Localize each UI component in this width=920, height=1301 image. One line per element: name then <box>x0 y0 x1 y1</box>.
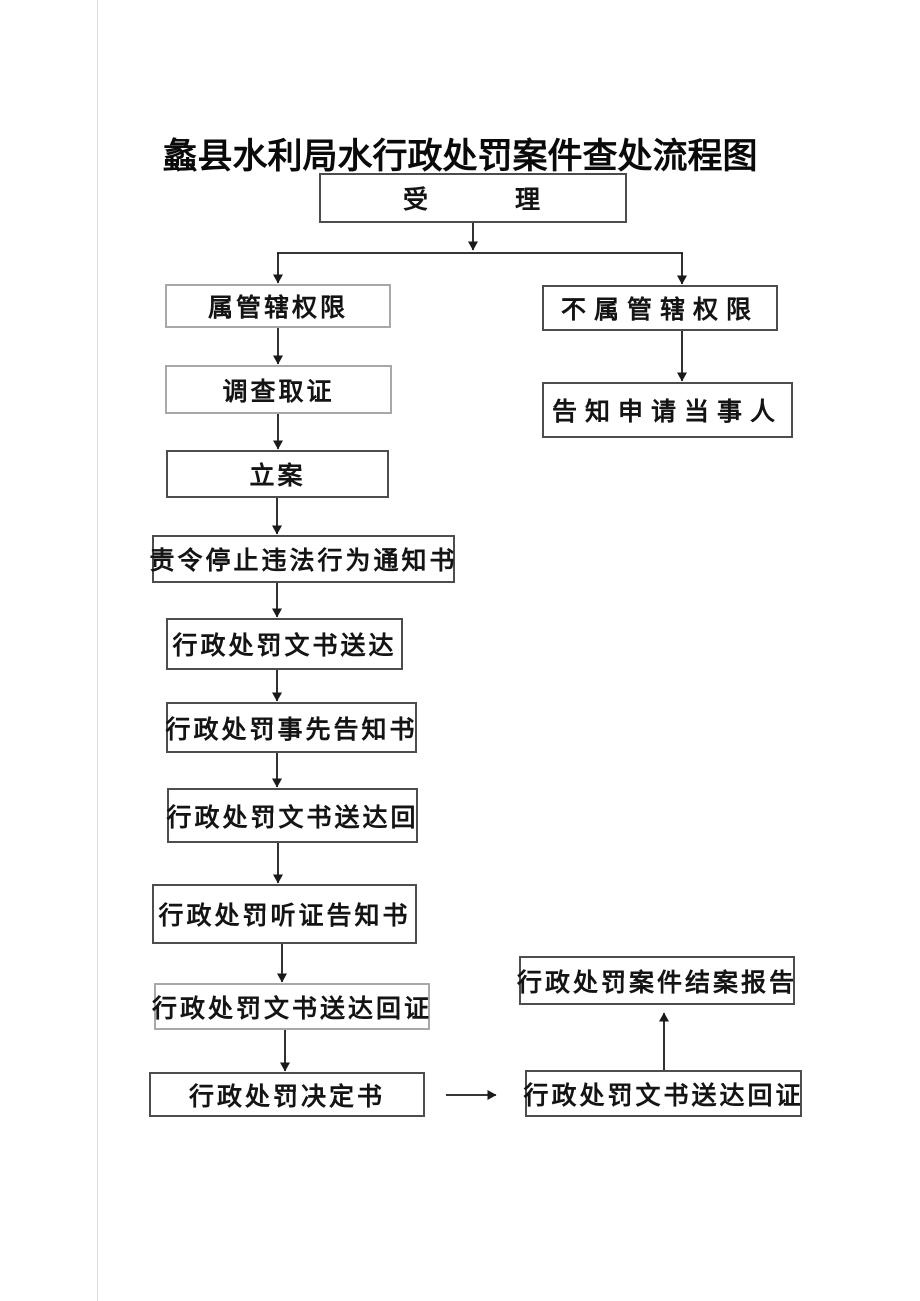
node-penalty-service-receipt-cert-2: 行政处罚文书送达回证 <box>524 1070 802 1117</box>
page-title: 蠡县水利局水行政处罚案件查处流程图 <box>162 137 758 176</box>
node-penalty-document-service: 行政处罚文书送达 <box>166 618 403 670</box>
node-penalty-document-service-receipt: 行政处罚文书送达回 <box>167 788 418 843</box>
node-penalty-hearing-notice: 行政处罚听证告知书 <box>152 884 417 944</box>
page-left-edge <box>97 0 98 1301</box>
node-outside-jurisdiction: 不属管辖权限 <box>542 285 778 331</box>
node-within-jurisdiction: 属管辖权限 <box>165 284 391 328</box>
node-investigate-evidence: 调查取证 <box>165 365 392 414</box>
node-penalty-service-receipt-cert: 行政处罚文书送达回证 <box>152 983 430 1030</box>
node-notify-applicant: 告知申请当事人 <box>542 382 793 438</box>
node-penalty-decision: 行政处罚决定书 <box>149 1072 425 1117</box>
node-penalty-prior-notice: 行政处罚事先告知书 <box>166 702 417 753</box>
node-case-closing-report: 行政处罚案件结案报告 <box>517 956 795 1005</box>
node-file-case: 立案 <box>166 450 389 498</box>
node-order-stop-violation-notice: 责令停止违法行为通知书 <box>150 535 455 583</box>
node-accept: 受 理 <box>319 173 627 223</box>
